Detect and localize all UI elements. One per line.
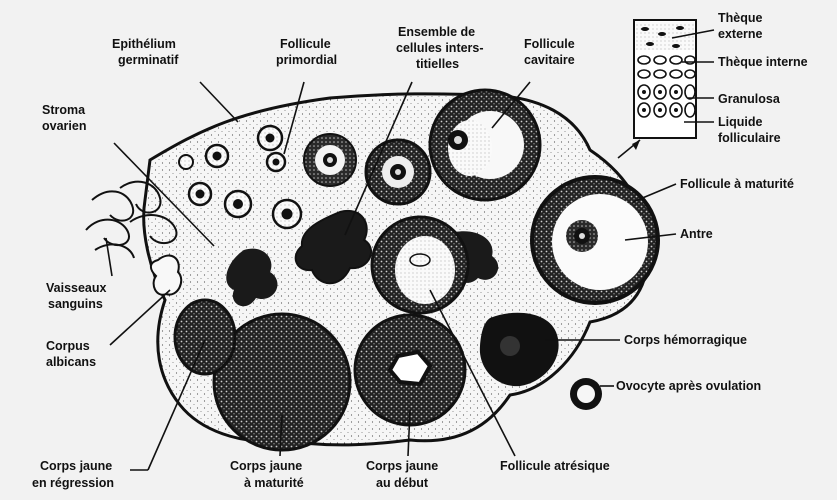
interstitial-cells-2 — [226, 248, 278, 307]
label-granulosa: Granulosa — [718, 92, 781, 106]
blood-vessels — [85, 180, 178, 259]
label-mature-follicle: Follicule à maturité — [680, 177, 794, 191]
label-theca-interne: Thèque interne — [718, 55, 808, 69]
label-cj-mature: Corps jaune à maturité — [230, 459, 306, 490]
label-theca-externe: Thèque externe — [718, 11, 766, 41]
label-hemorrhagic: Corps hémorragique — [624, 333, 747, 347]
label-epithelium: Epithélium germinatif — [112, 37, 179, 67]
atretic-follicle — [370, 215, 470, 315]
label-ovocyte: Ovocyte après ovulation — [616, 379, 761, 393]
label-atresic: Follicule atrésique — [500, 459, 610, 473]
label-primordial: Follicule primordial — [276, 37, 337, 67]
leader-lines — [105, 29, 715, 471]
ovulated-oocyte — [570, 378, 602, 410]
growing-follicle — [303, 133, 357, 187]
label-vessels: Vaisseaux sanguins — [46, 281, 110, 311]
label-liquid: Liquide folliculaire — [718, 115, 781, 145]
follicle-wall-inset — [633, 19, 697, 139]
secondary-follicle — [364, 138, 432, 206]
cavitary-follicle — [428, 88, 542, 202]
corpus-albicans — [150, 254, 183, 296]
primordial-follicles — [178, 124, 303, 230]
interstitial-cells — [294, 209, 372, 285]
label-cj-regress: Corps jaune en régression — [32, 459, 116, 490]
label-cj-early: Corps jaune au début — [366, 459, 442, 490]
inset-arrowhead — [632, 140, 640, 150]
label-antre: Antre — [680, 227, 713, 241]
corpus-luteum-early — [353, 313, 467, 427]
label-cavitary: Follicule cavitaire — [524, 37, 578, 67]
label-interstitial: Ensemble de cellules inters- titielles — [396, 25, 487, 71]
hemorrhage-core — [500, 336, 520, 356]
corpus-luteum-regressing — [173, 298, 237, 376]
mature-follicle — [530, 175, 660, 305]
label-stroma: Stroma ovarien — [42, 103, 89, 133]
corpus-luteum-mature — [212, 312, 352, 452]
label-albicans: Corpus albicans — [46, 339, 96, 369]
